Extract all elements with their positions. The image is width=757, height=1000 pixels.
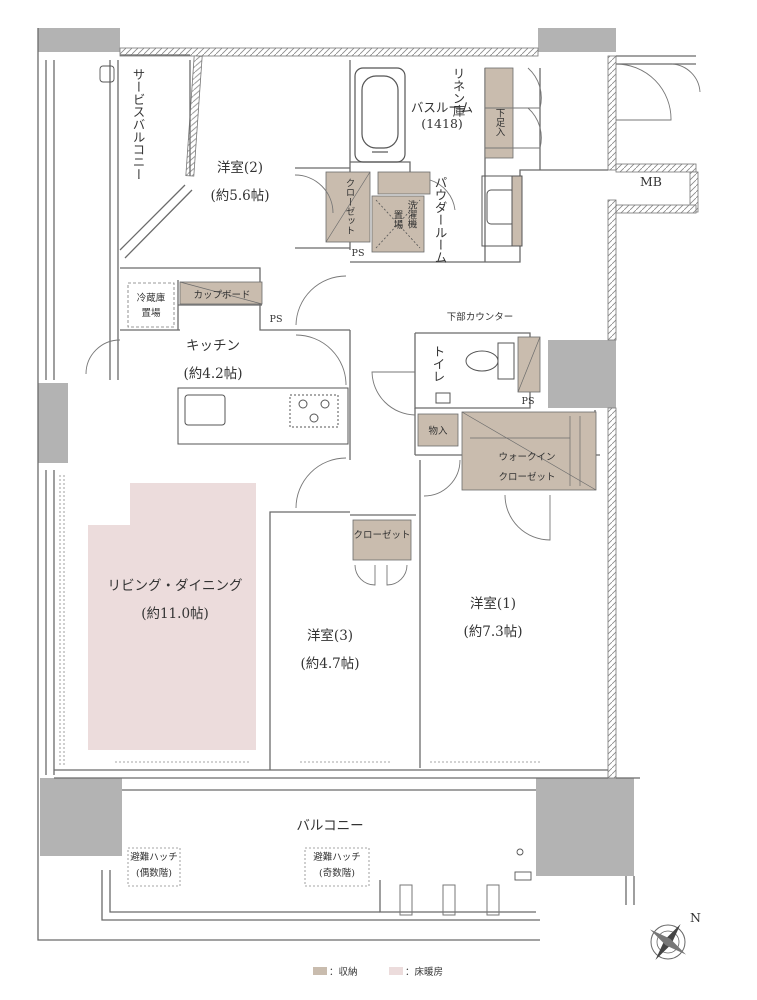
room-name-balcony: バルコニー: [296, 818, 363, 834]
room-size-western3: (約4.7帖): [300, 656, 359, 672]
floor-heating-area: [88, 483, 256, 750]
room-name-western1: 洋室(1): [470, 595, 516, 612]
compass-rose-icon: [649, 923, 687, 961]
hatch-left-1: 避難ハッチ: [130, 851, 178, 863]
room-size-western1: (約7.3帖): [463, 624, 522, 640]
storage-shoe: 下足入: [494, 108, 506, 137]
fixture-ps-2: PS: [270, 314, 283, 325]
hatch-right-1: 避難ハッチ: [313, 851, 361, 863]
room-name-living: リビング・ダイニング: [108, 578, 243, 594]
fridge-space: [127, 282, 175, 328]
room-labels: 洋室(2) (約5.6帖) キッチン (約4.2帖) リビング・ダイニング (約…: [108, 67, 663, 834]
toilet-fixture: [435, 342, 515, 404]
vertical-labels: サービスバルコニー トイレ パウダールーム クローゼット 下足入 洗濯機 置場: [131, 68, 506, 383]
room-size-western2: (約5.6帖): [210, 188, 269, 204]
door-swings: [85, 63, 701, 586]
fixture-fridge-2: 置場: [141, 307, 161, 319]
legend: ：収納 ：床暖房: [313, 966, 443, 978]
room-name-western3: 洋室(3): [307, 627, 353, 644]
powder-sink: [481, 175, 523, 247]
fixture-counter: 下部カウンター: [447, 311, 514, 323]
room-size-bathroom: (1418): [421, 116, 463, 131]
legend-storage-label: ：収納: [329, 966, 358, 978]
room-name-powder: パウダールーム: [433, 176, 448, 264]
storage-walkin-1: ウォークイン: [498, 452, 555, 463]
small-fixtures: [99, 65, 532, 881]
legend-storage-swatch: [313, 967, 327, 975]
storage-linen: リネン庫: [451, 67, 466, 118]
room-name-toilet: トイレ: [431, 345, 446, 383]
escape-hatches: [127, 847, 370, 887]
fixture-washer-2: 置場: [392, 210, 404, 230]
room-size-kitchen: (約4.2帖): [183, 366, 242, 382]
window-sills: [59, 475, 540, 765]
room-name-western2: 洋室(2): [217, 159, 263, 176]
kitchen-counter: [177, 387, 349, 445]
bathtub: [354, 67, 406, 163]
storage-closet-w2: クローゼット: [344, 178, 356, 235]
balcony-railing-posts: [399, 884, 500, 916]
storage-closet-w3: クローゼット: [353, 529, 410, 541]
legend-heating-label: ：床暖房: [405, 966, 443, 978]
storage-hatching: [179, 171, 597, 491]
hatch-right-2: (奇数階): [319, 867, 355, 879]
structural-columns: [38, 28, 634, 876]
fixture-fridge-1: 冷蔵庫: [137, 292, 166, 304]
storage-cupboard: カップボード: [193, 290, 250, 301]
small-labels: カップボード 冷蔵庫 置場 クローゼット ウォークイン クローゼット 物入 下部…: [130, 248, 555, 879]
fixture-ps-1: PS: [352, 248, 365, 259]
fixture-ps-3: PS: [522, 396, 535, 407]
room-size-living: (約11.0帖): [141, 606, 209, 622]
legend-heating-swatch: [389, 967, 403, 975]
room-name-kitchen: キッチン: [186, 338, 240, 354]
storage-small: 物入: [428, 425, 448, 437]
room-name-mb: MB: [640, 174, 662, 189]
room-name-service-balcony: サービスバルコニー: [131, 68, 146, 181]
fixture-washer-1: 洗濯機: [406, 199, 418, 229]
room-name-bathroom: バスルーム: [411, 100, 473, 115]
storage-walkin-2: クローゼット: [498, 471, 555, 483]
hatch-left-2: (偶数階): [136, 867, 172, 879]
compass-north-label: N: [690, 910, 701, 925]
compass: N: [649, 910, 701, 961]
